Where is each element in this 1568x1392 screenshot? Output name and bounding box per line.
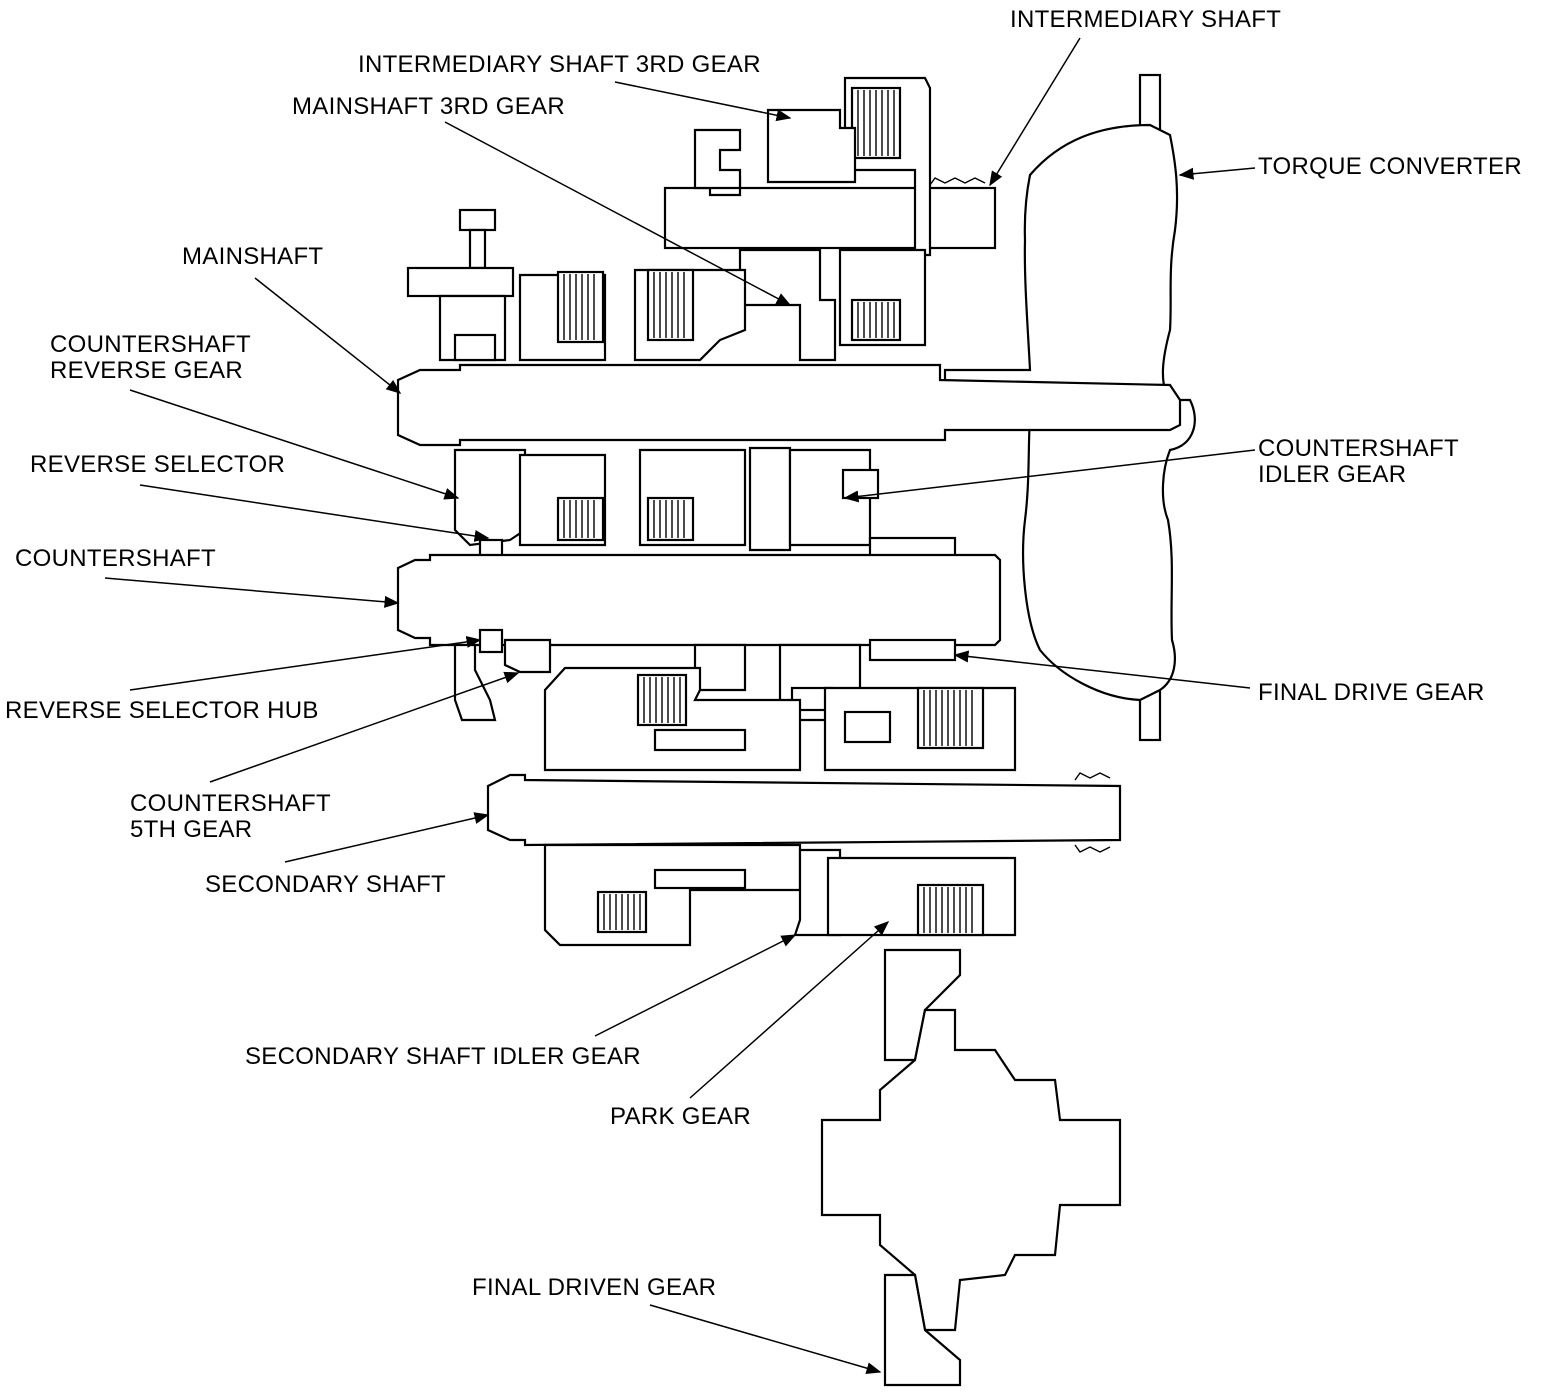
label-mainshaft: MAINSHAFT [182, 243, 323, 270]
mainshaft-assembly [396, 208, 1182, 447]
countershaft [396, 553, 1002, 647]
leader-final-drive-gear [953, 650, 1251, 689]
secondary-clutch-pack-upper-left [636, 673, 688, 727]
label-countershaft: COUNTERSHAFT [15, 545, 216, 572]
secondary-shaft-lower-clutches [543, 843, 1017, 947]
label-countershaft-5th-gear-line1: COUNTERSHAFT [130, 790, 331, 817]
secondary-clutch-pack-lower-right [916, 883, 985, 937]
leader-park-gear [689, 921, 890, 1099]
label-countershaft-reverse-gear-line1: COUNTERSHAFT [50, 331, 251, 358]
mainshaft-clutch-pack-2 [646, 268, 695, 342]
label-countershaft-idler-gear-line2: IDLER GEAR [1258, 461, 1406, 488]
leader-torque-converter [1178, 167, 1256, 180]
label-intermediary-shaft-3rd-gear: INTERMEDIARY SHAFT 3RD GEAR [358, 51, 761, 78]
leader-countershaft-idler-gear [843, 449, 1256, 503]
leader-intermediary-shaft-3rd-gear [614, 81, 792, 122]
leader-mainshaft [254, 277, 402, 394]
label-park-gear: PARK GEAR [610, 1103, 751, 1130]
secondary-clutch-pack-lower-left [596, 890, 648, 934]
leader-reverse-selector-hub [129, 635, 482, 691]
intermediary-clutch-pack-lower [850, 298, 902, 342]
countershaft-upper-gears [453, 446, 957, 570]
label-countershaft-reverse-gear-line2: REVERSE GEAR [50, 357, 243, 384]
secondary-shaft [486, 772, 1122, 853]
label-reverse-selector-hub: REVERSE SELECTOR HUB [5, 697, 319, 724]
label-secondary-shaft-idler-gear: SECONDARY SHAFT IDLER GEAR [245, 1043, 641, 1070]
secondary-clutch-pack-upper-right [916, 686, 985, 750]
label-secondary-shaft: SECONDARY SHAFT [205, 871, 446, 898]
leader-countershaft [104, 577, 400, 608]
intermediary-clutch-pack-upper [850, 86, 902, 160]
label-countershaft-idler-gear-line1: COUNTERSHAFT [1258, 435, 1459, 462]
leader-countershaft-reverse-gear [129, 389, 460, 500]
countershaft-clutch-pack-2 [646, 496, 695, 542]
leader-countershaft-5th-gear [209, 671, 520, 783]
leader-final-driven-gear [649, 1304, 882, 1374]
leader-reverse-selector [139, 484, 490, 542]
label-final-driven-gear: FINAL DRIVEN GEAR [472, 1274, 716, 1301]
secondary-shaft-upper-clutches [543, 666, 1017, 772]
label-mainshaft-3rd-gear: MAINSHAFT 3RD GEAR [292, 93, 565, 120]
intermediary-shaft-assembly [663, 76, 997, 362]
leader-secondary-shaft-idler-gear [594, 934, 797, 1037]
label-reverse-selector: REVERSE SELECTOR [30, 451, 285, 478]
countershaft-clutch-pack-1 [556, 496, 605, 542]
leader-mainshaft-3rd-gear [444, 121, 792, 306]
label-countershaft-5th-gear-line2: 5TH GEAR [130, 816, 252, 843]
labels: INTERMEDIARY SHAFT INTERMEDIARY SHAFT 3R… [5, 6, 1522, 1301]
mainshaft-clutch-pack-1 [556, 270, 605, 344]
leader-lines [104, 37, 1256, 1374]
differential-assembly [820, 948, 1122, 1387]
leader-secondary-shaft [284, 812, 490, 863]
label-intermediary-shaft: INTERMEDIARY SHAFT [1010, 6, 1281, 33]
label-torque-converter: TORQUE CONVERTER [1258, 153, 1522, 180]
label-final-drive-gear: FINAL DRIVE GEAR [1258, 679, 1485, 706]
leader-intermediary-shaft [989, 37, 1081, 187]
